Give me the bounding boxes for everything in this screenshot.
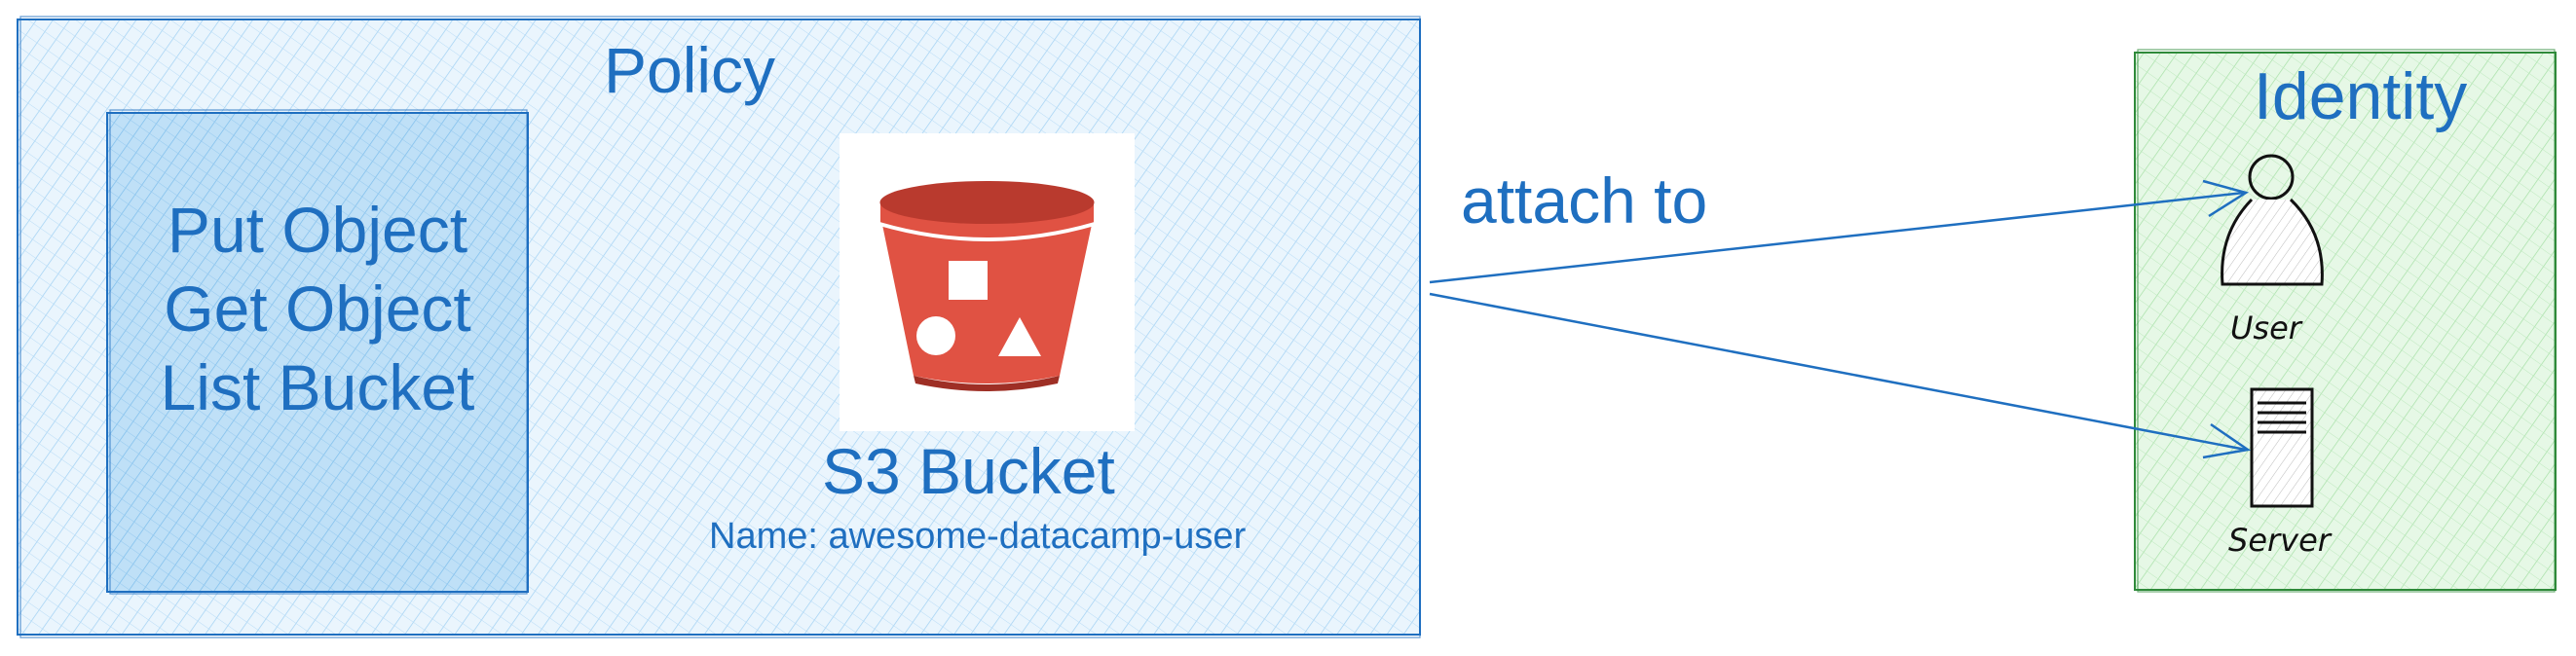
resource-name: Name: awesome-datacamp-user — [709, 516, 1247, 557]
action-get-object: Get Object — [164, 273, 471, 345]
policy-actions-list: Put Object Get Object List Bucket — [107, 191, 528, 427]
server-label: Server — [2228, 522, 2331, 559]
user-label: User — [2230, 310, 2301, 346]
arrow-to-server — [1429, 292, 2252, 459]
policy-title: Policy — [604, 34, 776, 106]
user-icon — [2221, 154, 2324, 286]
resource-title: S3 Bucket — [822, 435, 1115, 507]
action-list-bucket: List Bucket — [160, 351, 475, 423]
connector-label: attach to — [1461, 164, 1708, 237]
identity-box — [2134, 49, 2557, 593]
actions-box — [106, 109, 529, 595]
arrow-to-user — [1429, 179, 2250, 284]
identity-title: Identity — [2254, 59, 2468, 133]
action-put-object: Put Object — [167, 194, 468, 266]
s3-bucket-icon — [840, 133, 1135, 431]
server-icon — [2250, 387, 2314, 508]
